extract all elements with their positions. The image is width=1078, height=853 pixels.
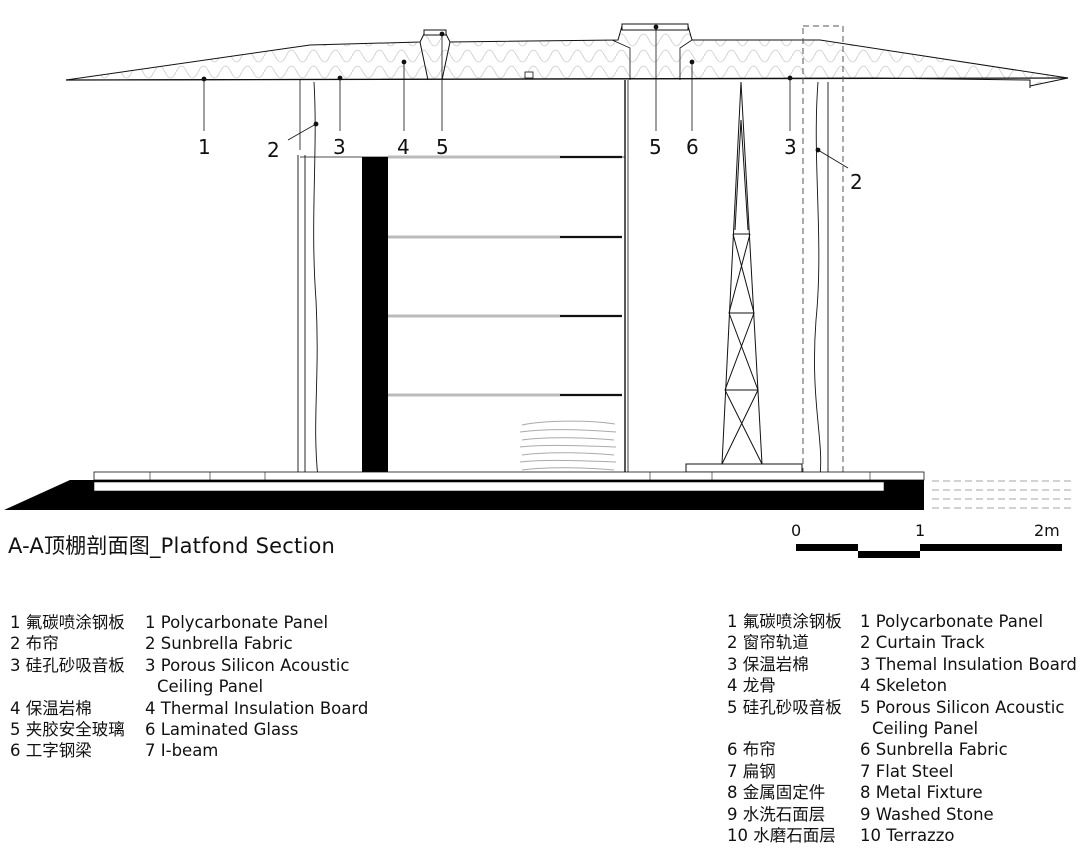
legend-en: 2 Curtain Track — [860, 633, 985, 653]
legend-row: 2 窗帘轨道 2 Curtain Track — [727, 632, 1077, 653]
scale-label-1: 1 — [915, 521, 926, 540]
legend-cn: 5 夹胶安全玻璃 — [10, 720, 125, 740]
callout-5-left: 5 — [436, 135, 449, 159]
callout-3-right: 3 — [784, 135, 797, 159]
legend-row: 1 氟碳喷涂钢板 1 Polycarbonate Panel — [727, 611, 1077, 632]
callout-2-right: 2 — [850, 170, 863, 194]
legend-row: 3 保温岩棉 3 Themal Insulation Board — [727, 654, 1077, 675]
legend-row: 1 氟碳喷涂钢板 1 Polycarbonate Panel — [10, 612, 368, 633]
roof-canopy — [65, 23, 1069, 150]
callout-5-right: 5 — [649, 135, 662, 159]
legend-en: 4 Thermal Insulation Board — [145, 698, 369, 718]
legend-row: 2 布帘 2 Sunbrella Fabric — [10, 633, 368, 654]
legend-cn: 2 窗帘轨道 — [727, 633, 809, 653]
legend-cn: 6 布帘 — [727, 740, 776, 760]
glass-wall — [300, 80, 629, 492]
legend-cn: 3 保温岩棉 — [727, 654, 809, 674]
scale-bar — [796, 544, 1062, 558]
legend-cn: 1 氟碳喷涂钢板 — [727, 612, 842, 631]
scale-label-0: 0 — [791, 521, 802, 540]
callout-6: 6 — [686, 135, 699, 159]
legend-row: 4 保温岩棉 4 Thermal Insulation Board — [10, 698, 368, 719]
legend-cn: 10 水磨石面层 — [727, 826, 836, 846]
legend-en: 6 Laminated Glass — [145, 720, 299, 740]
legend-row: 5 硅孔砂吸音板 5 Porous Silicon Acoustic — [727, 697, 1077, 718]
legend-cn: 4 龙骨 — [727, 676, 776, 696]
legend-en: 6 Sunbrella Fabric — [860, 740, 1008, 760]
legend-en: 3 Porous Silicon Acoustic — [145, 655, 350, 675]
legend-en: 1 Polycarbonate Panel — [145, 613, 329, 632]
drawing-title: A-A顶棚剖面图_Platfond Section — [8, 534, 336, 558]
legend-row: 6 布帘 6 Sunbrella Fabric — [727, 739, 1077, 760]
legend-en: 2 Sunbrella Fabric — [145, 634, 293, 654]
legend-cn: 7 扁钢 — [727, 761, 776, 781]
truss-column — [685, 81, 803, 473]
legend-right: 1 氟碳喷涂钢板 1 Polycarbonate Panel 2 窗帘轨道 2 Cur… — [727, 611, 1077, 846]
legend-en: 9 Washed Stone — [860, 804, 994, 824]
legend-cn: 3 硅孔砂吸音板 — [10, 655, 125, 675]
callout-3-left: 3 — [333, 135, 346, 159]
curtain-right — [802, 25, 844, 491]
legend-cn: 8 金属固定件 — [727, 783, 826, 803]
wood-pile — [519, 420, 617, 471]
callout-2-left: 2 — [267, 138, 280, 162]
legend-en: 10 Terrazzo — [860, 826, 955, 846]
legend-row: Ceiling Panel — [10, 676, 368, 697]
legend-cn: 1 氟碳喷涂钢板 — [10, 613, 125, 632]
legend-left: 1 氟碳喷涂钢板 1 Polycarbonate Panel 2 布帘 2 Sunbr… — [10, 612, 368, 762]
legend-cn: 2 布帘 — [10, 634, 59, 654]
legend-row: 8 金属固定件 8 Metal Fixture — [727, 782, 1077, 803]
legend-en: 3 Themal Insulation Board — [860, 654, 1077, 674]
legend-row: 10 水磨石面层 10 Terrazzo — [727, 825, 1077, 846]
legend-cn: 9 水洗石面层 — [727, 804, 826, 824]
callout-4: 4 — [397, 135, 410, 159]
legend-en: Ceiling Panel — [872, 719, 979, 739]
legend-en: 5 Porous Silicon Acoustic — [860, 697, 1065, 717]
black-column — [362, 157, 388, 493]
legend-en: 7 Flat Steel — [860, 761, 954, 781]
legend-en: 7 I-beam — [145, 741, 219, 761]
legend-en: Ceiling Panel — [157, 677, 264, 697]
callout-1: 1 — [198, 135, 211, 159]
water-hatch — [932, 480, 1072, 509]
legend-cn: 5 硅孔砂吸音板 — [727, 697, 842, 717]
legend-cn — [727, 718, 860, 739]
floor-slab — [4, 471, 925, 510]
legend-en: 1 Polycarbonate Panel — [860, 612, 1044, 631]
legend-cn — [10, 676, 145, 697]
curtain-left — [297, 81, 319, 479]
legend-row: Ceiling Panel — [727, 718, 1077, 739]
legend-en: 8 Metal Fixture — [860, 783, 983, 803]
leader-lines — [201, 24, 849, 169]
legend-row: 9 水洗石面层 9 Washed Stone — [727, 804, 1077, 825]
legend-en: 4 Skeleton — [860, 676, 948, 696]
legend-row: 6 工字钢梁 7 I-beam — [10, 740, 368, 761]
legend-row: 3 硅孔砂吸音板 3 Porous Silicon Acoustic — [10, 655, 368, 676]
scale-label-2m: 2m — [1034, 521, 1060, 540]
legend-row: 7 扁钢 7 Flat Steel — [727, 761, 1077, 782]
callout-labels: 1 2 3 4 5 5 6 3 2 — [198, 135, 863, 194]
legend-cn: 6 工字钢梁 — [10, 741, 92, 761]
legend-row: 5 夹胶安全玻璃 6 Laminated Glass — [10, 719, 368, 740]
legend-cn: 4 保温岩棉 — [10, 698, 92, 718]
legend-row: 4 龙骨 4 Skeleton — [727, 675, 1077, 696]
